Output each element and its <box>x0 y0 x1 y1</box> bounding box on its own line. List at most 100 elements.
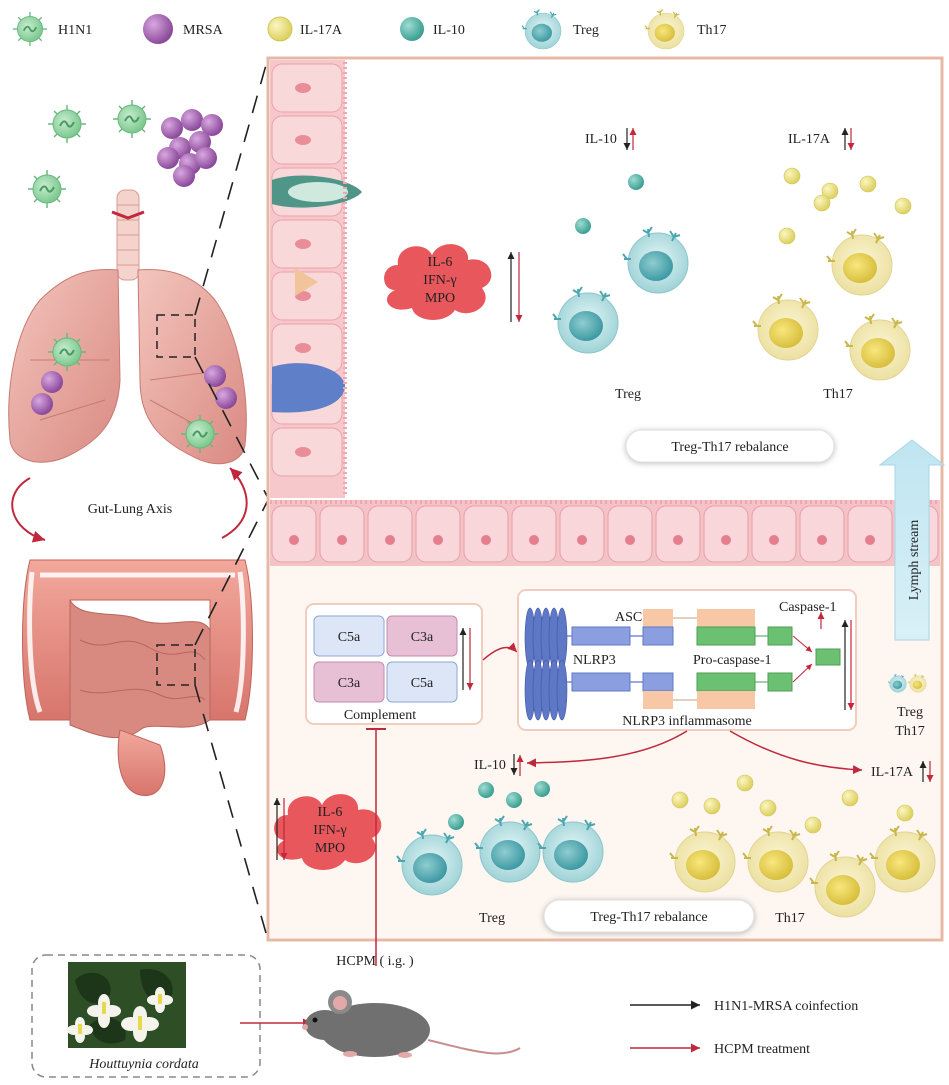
treg-small-label: Treg <box>897 705 923 720</box>
zoom-box <box>156 644 196 686</box>
lung-epithelium <box>270 60 362 498</box>
complement-box: C5a C3a C3a C5a Complement <box>305 603 483 725</box>
legend-label: MRSA <box>183 23 224 38</box>
il10-indicator: IL-10 <box>585 127 637 150</box>
il17a-molecule <box>896 804 914 822</box>
th17-label: Th17 <box>775 911 805 926</box>
th17-label: Th17 <box>823 387 853 402</box>
legend-label: IL-17A <box>300 23 343 38</box>
legend-il10: IL-10 <box>400 17 465 41</box>
il10-molecule <box>478 782 494 798</box>
il17a-indicator-gut: IL-17A <box>871 761 934 782</box>
il17a-molecule <box>859 175 877 193</box>
lung-panel: IL-10 IL-17A IL-6 IFN-γ MPO Treg <box>384 127 912 463</box>
mrsa-icon <box>143 14 173 44</box>
inflammasome-to-il10-arrow <box>526 730 688 768</box>
zoom-box <box>156 314 196 358</box>
inflammasome-label: NLRP3 inflammasome <box>622 714 752 729</box>
inflammasome-box: ASC NLRP3 Pro-caspase-1 Caspase-1 NLRP3 … <box>517 589 857 731</box>
treg-cell-icon <box>521 8 562 50</box>
arrow-key: H1N1-MRSA coinfection HCPM treatment <box>630 999 858 1057</box>
il17a-molecule <box>671 791 689 809</box>
rebalance-pill-gut: Treg-Th17 rebalance <box>543 899 755 933</box>
il10-label: IL-10 <box>474 758 506 773</box>
hcpm-label: HCPM ( i.g. ) <box>336 954 414 969</box>
cytokine-cloud-gut: IL-6 IFN-γ MPO <box>273 794 382 870</box>
h1n1-virus-icon <box>47 104 87 144</box>
cloud-line: IL-6 <box>318 805 343 820</box>
legend-label: H1N1 <box>58 23 92 38</box>
il17a-molecule <box>778 227 796 245</box>
legend-label: IL-10 <box>433 23 465 38</box>
cloud-line: MPO <box>315 841 345 856</box>
legend-h1n1: H1N1 <box>11 10 92 48</box>
treg-label: Treg <box>479 911 505 926</box>
rebalance-pill-lung: Treg-Th17 rebalance <box>625 429 835 463</box>
lungs-illustration <box>8 189 247 465</box>
lymph-stream-arrow: Lymph stream <box>878 439 946 641</box>
lymph-stream-label: Lymph stream <box>907 520 922 601</box>
treatment-label: HCPM treatment <box>714 1042 810 1057</box>
migrated-cells: Treg Th17 <box>887 673 927 739</box>
il10-molecule <box>534 781 550 797</box>
c3a-label: C3a <box>338 676 361 691</box>
legend-th17: Th17 <box>644 8 727 50</box>
projection-lines <box>194 57 269 941</box>
c3a-label: C3a <box>411 630 434 645</box>
il10-molecule <box>448 814 464 830</box>
c5a-label: C5a <box>338 630 361 645</box>
mrsa-cluster-icon <box>157 109 223 187</box>
il17a-molecule <box>783 167 801 185</box>
il10-icon <box>400 17 424 41</box>
h1n1-virus-icon <box>27 169 67 209</box>
gut-lung-axis: Gut-Lung Axis <box>11 467 248 543</box>
mrsa-icon <box>204 365 226 387</box>
cloud-line: IFN-γ <box>313 823 346 838</box>
legend-treg: Treg <box>521 8 599 50</box>
legend-label: Treg <box>573 23 599 38</box>
il10-label: IL-10 <box>585 132 617 147</box>
il17a-molecule <box>813 194 831 212</box>
cloud-line: IL-6 <box>428 255 453 270</box>
mrsa-icon <box>215 387 237 409</box>
plant-box: Houttuynia cordata <box>31 954 261 1078</box>
gut-lung-axis-label: Gut-Lung Axis <box>88 502 172 517</box>
il10-molecule <box>628 174 644 190</box>
legend-label: Th17 <box>697 23 727 38</box>
legend: H1N1 MRSA IL-17A IL-10 Treg Th17 <box>11 8 727 50</box>
c5a-label: C5a <box>411 676 434 691</box>
inflammasome-to-il17a-arrow <box>729 730 863 775</box>
asc-label: ASC <box>615 610 642 625</box>
il17a-molecule <box>703 797 721 815</box>
cloud-line: MPO <box>425 291 455 306</box>
mouse-illustration: HCPM ( i.g. ) <box>302 954 521 1058</box>
treg-label: Treg <box>615 387 641 402</box>
complement-to-inflammasome-arrow <box>482 642 518 661</box>
th17-cell-icon <box>644 8 685 50</box>
legend-mrsa: MRSA <box>143 14 224 44</box>
nlrp3-label: NLRP3 <box>573 653 616 668</box>
coinfection-label: H1N1-MRSA coinfection <box>714 999 858 1014</box>
il10-indicator-gut: IL-10 <box>474 754 524 776</box>
intestine-illustration <box>22 559 253 796</box>
rebalance-label: Treg-Th17 rebalance <box>671 440 788 455</box>
il17a-molecule <box>804 816 822 834</box>
intestinal-epithelium <box>270 500 940 566</box>
il10-molecule <box>575 218 591 234</box>
rebalance-label: Treg-Th17 rebalance <box>590 910 707 925</box>
il17a-indicator: IL-17A <box>788 127 855 150</box>
plant-name-label: Houttuynia cordata <box>88 1057 199 1072</box>
complement-label: Complement <box>344 708 416 723</box>
cytokine-cloud-lung: IL-6 IFN-γ MPO <box>384 244 523 322</box>
legend-il17a: IL-17A <box>267 16 343 42</box>
h1n1-virus-icon <box>11 10 49 48</box>
h1n1-virus-icon <box>112 99 152 139</box>
pro-caspase-label: Pro-caspase-1 <box>693 653 772 668</box>
il17a-icon <box>267 16 293 42</box>
il17a-molecule <box>759 799 777 817</box>
th17-small-label: Th17 <box>895 724 925 739</box>
il17a-molecule <box>841 789 859 807</box>
il17a-molecule <box>894 197 912 215</box>
il17a-label: IL-17A <box>871 765 914 780</box>
mrsa-icon <box>41 371 63 393</box>
